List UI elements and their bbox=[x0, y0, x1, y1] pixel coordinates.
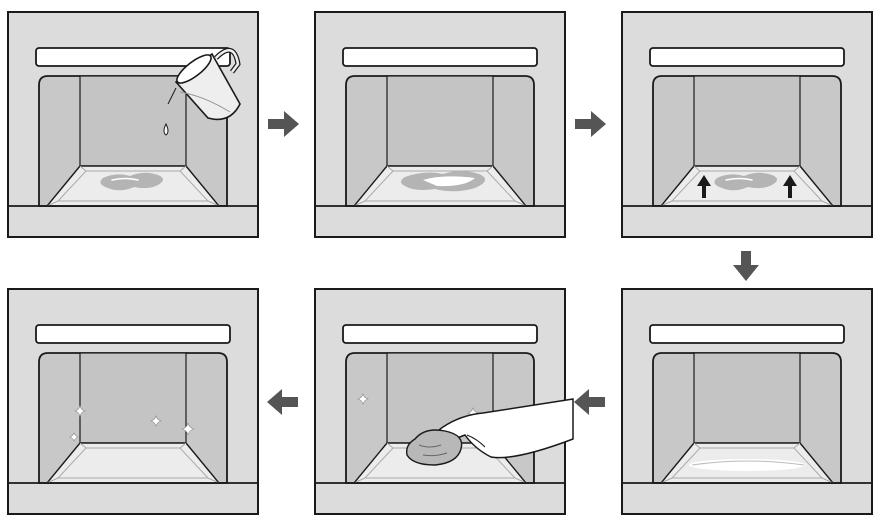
up-arrow-icon bbox=[697, 175, 711, 198]
up-arrow-icon bbox=[783, 175, 797, 198]
flow-arrow-left bbox=[574, 389, 605, 415]
flow-arrow-down bbox=[733, 251, 759, 281]
oven-cavity bbox=[621, 11, 873, 238]
step-panel-5 bbox=[314, 288, 574, 515]
step-panel-1 bbox=[7, 11, 259, 238]
step-panel-4 bbox=[621, 288, 873, 515]
step-panel-3 bbox=[621, 11, 873, 238]
flow-arrow-left bbox=[267, 389, 298, 415]
step-panel-6 bbox=[7, 288, 259, 515]
oven-cavity bbox=[7, 288, 259, 515]
sparkle-icon bbox=[181, 422, 195, 436]
water-drop-icon bbox=[163, 122, 169, 136]
oven-cavity bbox=[621, 288, 873, 515]
water-jug-icon bbox=[167, 47, 241, 121]
water-shine bbox=[423, 176, 475, 187]
sparkle-icon bbox=[357, 393, 369, 405]
oven-cavity bbox=[7, 11, 259, 238]
sparkle-icon bbox=[74, 405, 86, 417]
cloth-icon bbox=[405, 429, 463, 466]
step-panel-2 bbox=[314, 11, 566, 238]
sparkle-icon bbox=[69, 432, 79, 442]
oven-cavity bbox=[314, 288, 566, 515]
water-film-edge bbox=[691, 460, 805, 466]
sparkle-icon bbox=[150, 415, 162, 427]
flow-arrow-right bbox=[268, 111, 299, 137]
oven-cavity bbox=[314, 11, 566, 238]
flow-arrow-right bbox=[575, 111, 606, 137]
